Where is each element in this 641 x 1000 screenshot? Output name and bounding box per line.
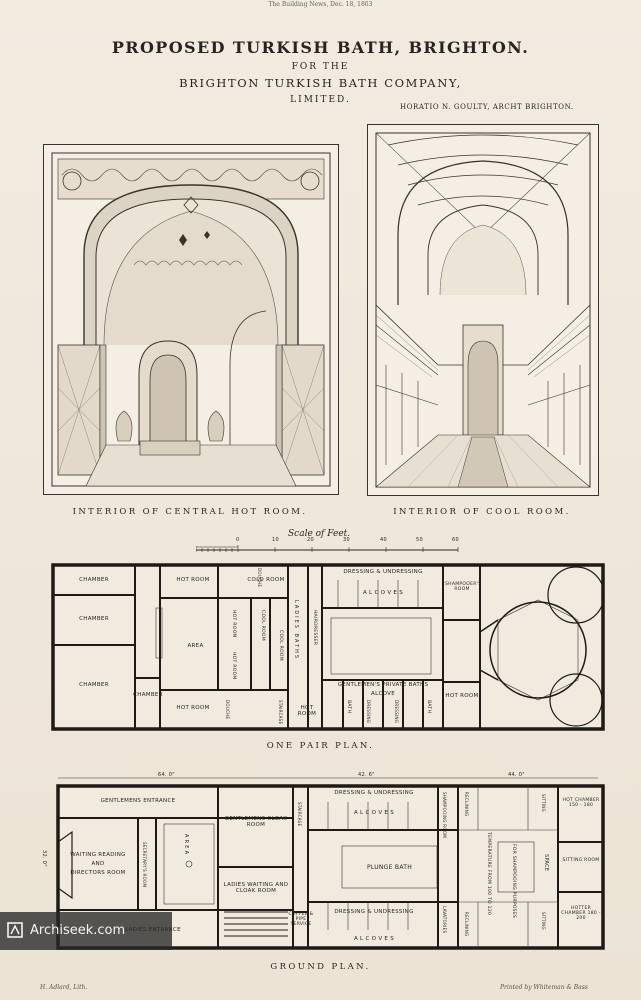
- room-bath-1: BATH: [346, 700, 351, 714]
- watermark-bar: Archiseek.com: [0, 912, 172, 950]
- room-dressing-small-2: DRESSING: [394, 700, 399, 724]
- room-chamber-1: CHAMBER: [79, 577, 109, 583]
- room-douche-top: DOUCHE: [257, 568, 262, 588]
- scale-tick-20: 20: [307, 537, 314, 543]
- room-reclining-2: RECLINING: [464, 912, 469, 937]
- room-alcoves-top: A L C O V E S: [353, 810, 395, 816]
- room-lavatories: LAVATORIES: [442, 906, 447, 934]
- room-chamber-4: CHAMBER: [133, 692, 163, 698]
- room-ladies-baths: LADIES BATHS: [293, 600, 299, 661]
- room-cool-room-v2: COOL ROOM: [278, 630, 283, 661]
- room-cold-room: COLD ROOM: [247, 577, 285, 583]
- room-dressing-small-1: DRESSING: [366, 700, 371, 724]
- room-hot-room-top: HOT ROOM: [176, 577, 210, 583]
- room-hot-room-small-1: HOT ROOM: [297, 705, 317, 717]
- room-directors: DIRECTORS ROOM: [70, 870, 126, 876]
- room-secretarys: SECRETARY'S ROOM: [142, 842, 147, 888]
- scale-tick-60: 60: [452, 537, 459, 543]
- scale-tick-10: 10: [272, 537, 279, 543]
- architect-credit: HORATIO N. GOULTY, ARCHT BRIGHTON.: [400, 103, 574, 111]
- room-alcoves-bottom: A L C O V E S: [353, 936, 395, 942]
- room-waiting-and: AND: [91, 861, 105, 867]
- dim-64: 64. 0": [158, 772, 175, 778]
- room-bath-2: BATH: [426, 700, 431, 714]
- room-dressing: DRESSING & UNDRESSING: [343, 569, 423, 575]
- room-shampooing-purposes: FOR SHAMPOOING PURPOSES: [511, 844, 516, 919]
- scale-tick-30: 30: [343, 537, 350, 543]
- room-staircase: STAIRCASE: [278, 700, 283, 725]
- room-hot-room-v2: HOT ROOM: [231, 652, 236, 680]
- ground-plan-title: GROUND PLAN.: [270, 962, 371, 972]
- room-waiting: WAITING READING: [70, 852, 126, 858]
- watermark-text: Archiseek.com: [30, 923, 126, 938]
- room-shampooers: SHAMPOOER'S ROOM: [445, 582, 482, 592]
- room-dressing-top: DRESSING & UNDRESSING: [334, 790, 414, 796]
- hot-room-drawing: [51, 152, 331, 487]
- room-sitting-room: SITTING ROOM: [562, 858, 600, 863]
- room-gents-cloak: GENTLEMENS CLOAK ROOM: [224, 816, 288, 828]
- room-hairdresser: HAIRDRESSER: [312, 610, 317, 646]
- room-reclining-1: RECLINING: [464, 792, 469, 817]
- room-hot-room-v1: HOT ROOM: [231, 610, 236, 638]
- journal-line: The Building News, Dec. 18, 1863: [268, 1, 373, 8]
- lithographer-credit: H. Adlard, Lith.: [40, 984, 88, 991]
- room-temperature: TEMPERATURE FROM 100 TO 120: [486, 832, 491, 916]
- room-chamber-3: CHAMBER: [79, 682, 109, 688]
- room-sitting-top: SITTING: [541, 794, 546, 812]
- room-hot-room-small-2: HOT ROOM: [445, 693, 479, 699]
- scale-label: Scale of Feet.: [288, 529, 351, 539]
- company-name: BRIGHTON TURKISH BATH COMPANY,: [179, 76, 462, 90]
- limited-line: LIMITED.: [290, 95, 351, 105]
- room-gents-private: GENTLEMEN'S PRIVATE BATHS: [337, 682, 429, 688]
- cool-room-illustration: [367, 124, 599, 496]
- one-pair-plan-drawing: [51, 563, 605, 731]
- room-hot-chamber: HOT CHAMBER 150 - 180: [562, 798, 600, 808]
- dim-44: 44. 0": [508, 772, 525, 778]
- scale-tick-0: 0: [236, 537, 240, 543]
- printer-credit: Printed by Whiteman & Bass: [500, 984, 588, 991]
- room-dressing-bottom: DRESSING & UNDRESSING: [334, 909, 414, 915]
- room-alcove: ALCOVE: [371, 691, 395, 697]
- dim-42: 42. 6": [358, 772, 375, 778]
- one-pair-plan: CHAMBER CHAMBER CHAMBER CHAMBER HOT ROOM…: [38, 560, 608, 735]
- cool-room-drawing: [375, 132, 591, 488]
- archiseek-logo-icon: [7, 922, 23, 938]
- room-cool-room-v1: COOL ROOM: [260, 610, 265, 641]
- room-alcoves: A L C O V E S: [362, 590, 404, 596]
- room-area: A R E A: [183, 834, 189, 855]
- page-title: PROPOSED TURKISH BATH, BRIGHTON.: [111, 38, 530, 57]
- one-pair-plan-title: ONE PAIR PLAN.: [266, 741, 375, 751]
- room-gents-entrance: GENTLEMENS ENTRANCE: [100, 798, 176, 804]
- for-the-line: FOR THE: [291, 62, 350, 72]
- hot-room-caption: INTERIOR OF CENTRAL HOT ROOM.: [72, 507, 308, 517]
- room-hot-room-bottom: HOT ROOM: [176, 705, 210, 711]
- room-douche-bottom: DOUCHE: [225, 700, 230, 720]
- room-ladies-waiting: LADIES WAITING AND CLOAK ROOM: [223, 882, 289, 894]
- scale-bar: [196, 545, 459, 552]
- room-area: AREA: [187, 643, 204, 649]
- room-sitting-bottom: SITTING: [541, 912, 546, 930]
- room-hotter-chamber: HOTTER CHAMBER 180 - 200: [561, 906, 601, 921]
- dim-32: 32. 0": [41, 850, 47, 867]
- room-chamber-2: CHAMBER: [79, 616, 109, 622]
- scale-tick-40: 40: [380, 537, 387, 543]
- room-staircase: STAIRCASE: [297, 802, 302, 827]
- cool-room-caption: INTERIOR OF COOL ROOM.: [393, 507, 571, 517]
- room-space: SPACE: [543, 854, 549, 872]
- room-shampooing: SHAMPOOING ROOM: [442, 792, 447, 839]
- scale-tick-50: 50: [416, 537, 423, 543]
- room-plunge-bath: PLUNGE BATH: [366, 864, 413, 871]
- room-coffee: COFFEE & PIPE SERVICE: [288, 912, 314, 927]
- hot-room-illustration: [43, 144, 339, 495]
